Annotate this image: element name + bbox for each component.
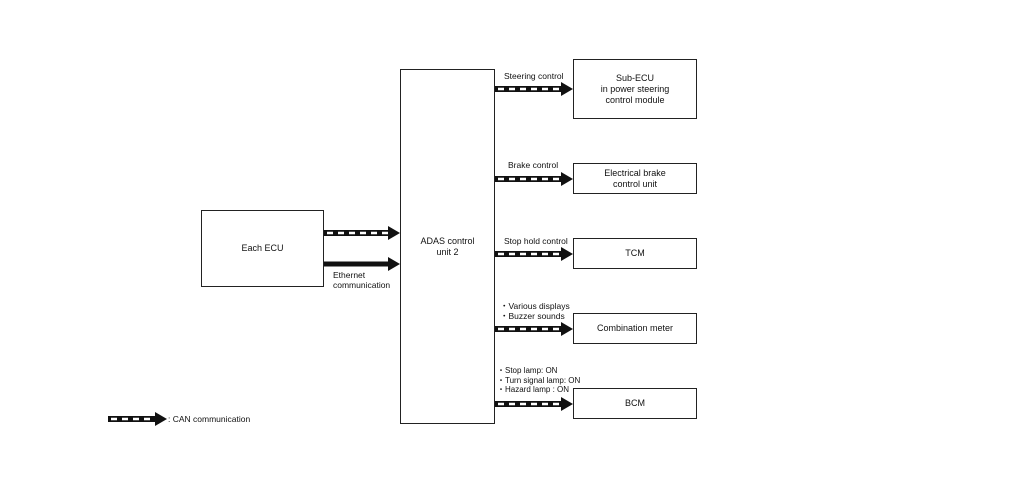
can-arrow-adas-to-tcm — [495, 247, 573, 261]
bcm-signals-label: ・Stop lamp: ON ・Turn signal lamp: ON ・Ha… — [497, 366, 581, 395]
combination-meter-label: Combination meter — [596, 323, 674, 333]
sub-ecu-box: Sub-ECU in power steering control module — [573, 59, 697, 119]
tcm-box: TCM — [573, 238, 697, 269]
brake-control-label: Brake control — [508, 160, 559, 170]
each-ecu-box: Each ECU — [201, 210, 324, 287]
adas-control-unit-label: ADAS control unit 2 — [420, 235, 475, 257]
tcm-label: TCM — [625, 248, 645, 258]
legend-can-communication-label: : CAN communication — [168, 414, 251, 424]
each-ecu-label: Each ECU — [241, 243, 284, 253]
brake-control-unit-box: Electrical brake control unit — [573, 163, 697, 194]
can-arrow-adas-to-brake-unit — [495, 172, 573, 186]
brake-control-unit-label: Electrical brake control unit — [604, 167, 666, 189]
adas-control-unit-box: ADAS control unit 2 — [400, 69, 495, 424]
can-arrow-adas-to-sub-ecu — [495, 82, 573, 96]
bcm-label: BCM — [625, 398, 645, 408]
ethernet-arrow-each-ecu-to-adas — [324, 257, 400, 271]
legend-can-arrow-icon — [108, 412, 167, 426]
steering-control-label: Steering control — [504, 71, 564, 81]
can-arrow-adas-to-bcm — [495, 397, 573, 411]
sub-ecu-label: Sub-ECU in power steering control module — [600, 72, 670, 105]
combination-meter-box: Combination meter — [573, 313, 697, 344]
stop-hold-control-label: Stop hold control — [504, 236, 568, 246]
ethernet-communication-label: Ethernet communication — [333, 270, 391, 290]
meter-signals-label: ・Various displays ・Buzzer sounds — [500, 301, 570, 321]
can-arrow-each-ecu-to-adas — [324, 226, 400, 240]
can-arrow-adas-to-combination-meter — [495, 322, 573, 336]
bcm-box: BCM — [573, 388, 697, 419]
